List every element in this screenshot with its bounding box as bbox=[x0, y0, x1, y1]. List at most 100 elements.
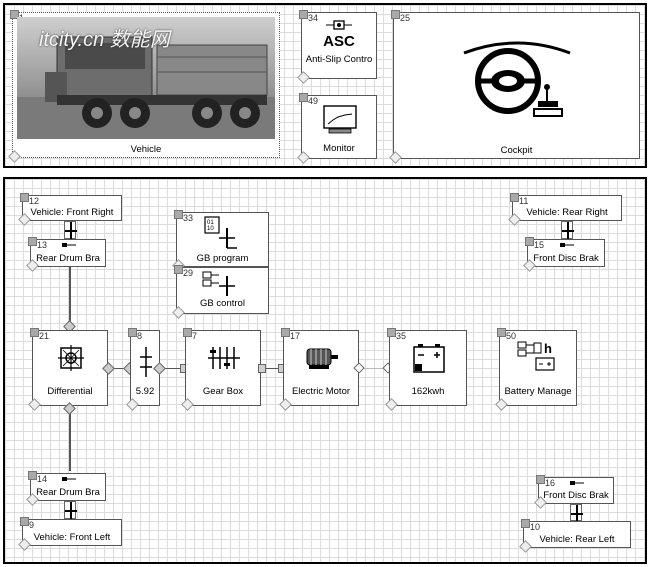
block-handle-icon bbox=[174, 210, 183, 219]
block-label: Vehicle: Rear Right bbox=[526, 207, 608, 218]
block-number: 21 bbox=[39, 331, 50, 341]
front-left-wheel-block[interactable]: 9 Vehicle: Front Left bbox=[18, 517, 122, 551]
block-number: 15 bbox=[534, 240, 545, 250]
gear-ratio-block[interactable]: 8 5.92 bbox=[126, 328, 160, 411]
battery-management-icon: h bbox=[517, 341, 555, 371]
block-number: 7 bbox=[192, 331, 198, 341]
connection-line bbox=[69, 407, 71, 471]
logic-control-icon bbox=[202, 271, 235, 296]
block-handle-icon bbox=[391, 10, 400, 19]
gearbox-icon bbox=[208, 347, 240, 369]
differential-gear-icon bbox=[58, 345, 84, 371]
electric-motor-block[interactable]: 17 Electric Motor bbox=[279, 328, 359, 411]
block-handle-icon bbox=[128, 328, 137, 337]
block-number: 9 bbox=[29, 520, 35, 530]
connection-line bbox=[157, 368, 185, 369]
block-port-icon bbox=[181, 398, 194, 411]
block-handle-icon bbox=[183, 328, 192, 337]
block-label: Rear Drum Bra bbox=[36, 487, 100, 498]
block-label: Battery Manage bbox=[504, 386, 572, 397]
block-label: Front Disc Brak bbox=[533, 253, 599, 264]
rear-drum-brake-bottom-block[interactable]: 14 Rear Drum Bra bbox=[26, 471, 106, 506]
asc-title: ASC bbox=[323, 33, 355, 50]
block-label: Vehicle: Front Left bbox=[33, 532, 111, 543]
block-label: Gear Box bbox=[202, 386, 244, 397]
block-label: Differential bbox=[47, 386, 93, 397]
vehicle-photo: itcity.cn 数能网 bbox=[17, 17, 275, 139]
asc-block[interactable]: 34 ASC Anti-Slip Contro bbox=[297, 10, 377, 84]
connection-line bbox=[260, 368, 282, 369]
axle-connector bbox=[64, 221, 77, 240]
axle-connector bbox=[561, 221, 574, 240]
block-number: 16 bbox=[545, 478, 556, 488]
brake-icon bbox=[62, 477, 76, 481]
block-handle-icon bbox=[20, 517, 29, 526]
rear-right-wheel-block[interactable]: 11 Vehicle: Rear Right bbox=[508, 193, 622, 226]
brake-icon bbox=[62, 243, 76, 247]
gearbox-block[interactable]: 7 Gear Box bbox=[181, 328, 261, 411]
block-handle-icon bbox=[30, 328, 39, 337]
block-handle-icon bbox=[174, 265, 183, 274]
block-handle-icon bbox=[536, 475, 545, 484]
connection-line bbox=[359, 368, 389, 369]
block-label: GB program bbox=[196, 253, 249, 264]
block-label: GB control bbox=[200, 298, 245, 309]
block-handle-icon bbox=[20, 193, 29, 202]
block-label: Monitor bbox=[323, 143, 355, 154]
top-panel: 1 itcity.cn 数能网 Vehicle 34 bbox=[3, 3, 647, 168]
gb-control-block[interactable]: 29 GB control bbox=[172, 265, 269, 319]
front-right-wheel-block[interactable]: 12 Vehicle: Front Right bbox=[18, 193, 122, 226]
block-handle-icon bbox=[525, 237, 534, 246]
monitor-icon bbox=[323, 105, 357, 134]
cockpit-block[interactable]: 25 Cockpit bbox=[389, 10, 640, 164]
block-handle-icon bbox=[497, 328, 506, 337]
block-handle-icon bbox=[10, 10, 19, 19]
differential-block[interactable]: 21 Differential bbox=[28, 328, 108, 411]
rear-left-wheel-block[interactable]: 10 Vehicle: Rear Left bbox=[519, 519, 631, 553]
battery-block[interactable]: 35 162kwh bbox=[385, 328, 467, 411]
battery-management-block[interactable]: 50 h Battery Manage bbox=[495, 328, 577, 411]
block-port-icon bbox=[28, 398, 41, 411]
diagram-panel: 12 Vehicle: Front Right 13 Rear Drum Bra… bbox=[3, 177, 647, 564]
block-number: 34 bbox=[308, 13, 319, 23]
connection-line bbox=[109, 368, 131, 369]
gear-pair-icon bbox=[140, 347, 152, 377]
block-number: 8 bbox=[137, 331, 143, 341]
block-port-icon bbox=[126, 398, 139, 411]
vehicle-block[interactable]: 1 itcity.cn 数能网 Vehicle bbox=[8, 10, 280, 163]
block-number: 29 bbox=[183, 268, 194, 278]
block-handle-icon bbox=[521, 519, 530, 528]
truck-image-icon bbox=[17, 36, 275, 139]
block-number: 12 bbox=[29, 196, 40, 206]
svg-text:01: 01 bbox=[207, 220, 214, 226]
battery-icon bbox=[413, 344, 445, 373]
rear-drum-brake-top-block[interactable]: 13 Rear Drum Bra bbox=[26, 237, 106, 272]
connection-line bbox=[69, 241, 71, 326]
block-port-icon bbox=[495, 398, 508, 411]
block-label: Vehicle: Front Right bbox=[30, 207, 114, 218]
block-label: Front Disc Brak bbox=[543, 490, 609, 501]
block-number: 25 bbox=[400, 13, 411, 23]
block-label: Vehicle: Rear Left bbox=[539, 534, 615, 545]
block-handle-icon bbox=[299, 93, 308, 102]
block-number: 17 bbox=[290, 331, 301, 341]
brake-icon bbox=[560, 243, 574, 247]
block-number: 33 bbox=[183, 213, 194, 223]
block-handle-icon bbox=[281, 328, 290, 337]
monitor-block[interactable]: 49 Monitor bbox=[297, 93, 377, 164]
front-disc-brake-bottom-block[interactable]: 16 Front Disc Brak bbox=[534, 475, 614, 509]
motor-icon bbox=[306, 348, 338, 369]
block-number: 10 bbox=[530, 522, 541, 532]
svg-text:10: 10 bbox=[207, 226, 214, 232]
block-handle-icon bbox=[28, 471, 37, 480]
axle-connector bbox=[64, 501, 77, 520]
watermark: itcity.cn 数能网 bbox=[39, 29, 170, 51]
front-disc-brake-top-block[interactable]: 15 Front Disc Brak bbox=[523, 237, 605, 272]
axle-connector bbox=[570, 504, 583, 522]
brake-icon bbox=[570, 481, 584, 485]
asc-sensor-icon bbox=[326, 20, 352, 30]
block-number: 35 bbox=[396, 331, 407, 341]
block-handle-icon bbox=[299, 10, 308, 19]
